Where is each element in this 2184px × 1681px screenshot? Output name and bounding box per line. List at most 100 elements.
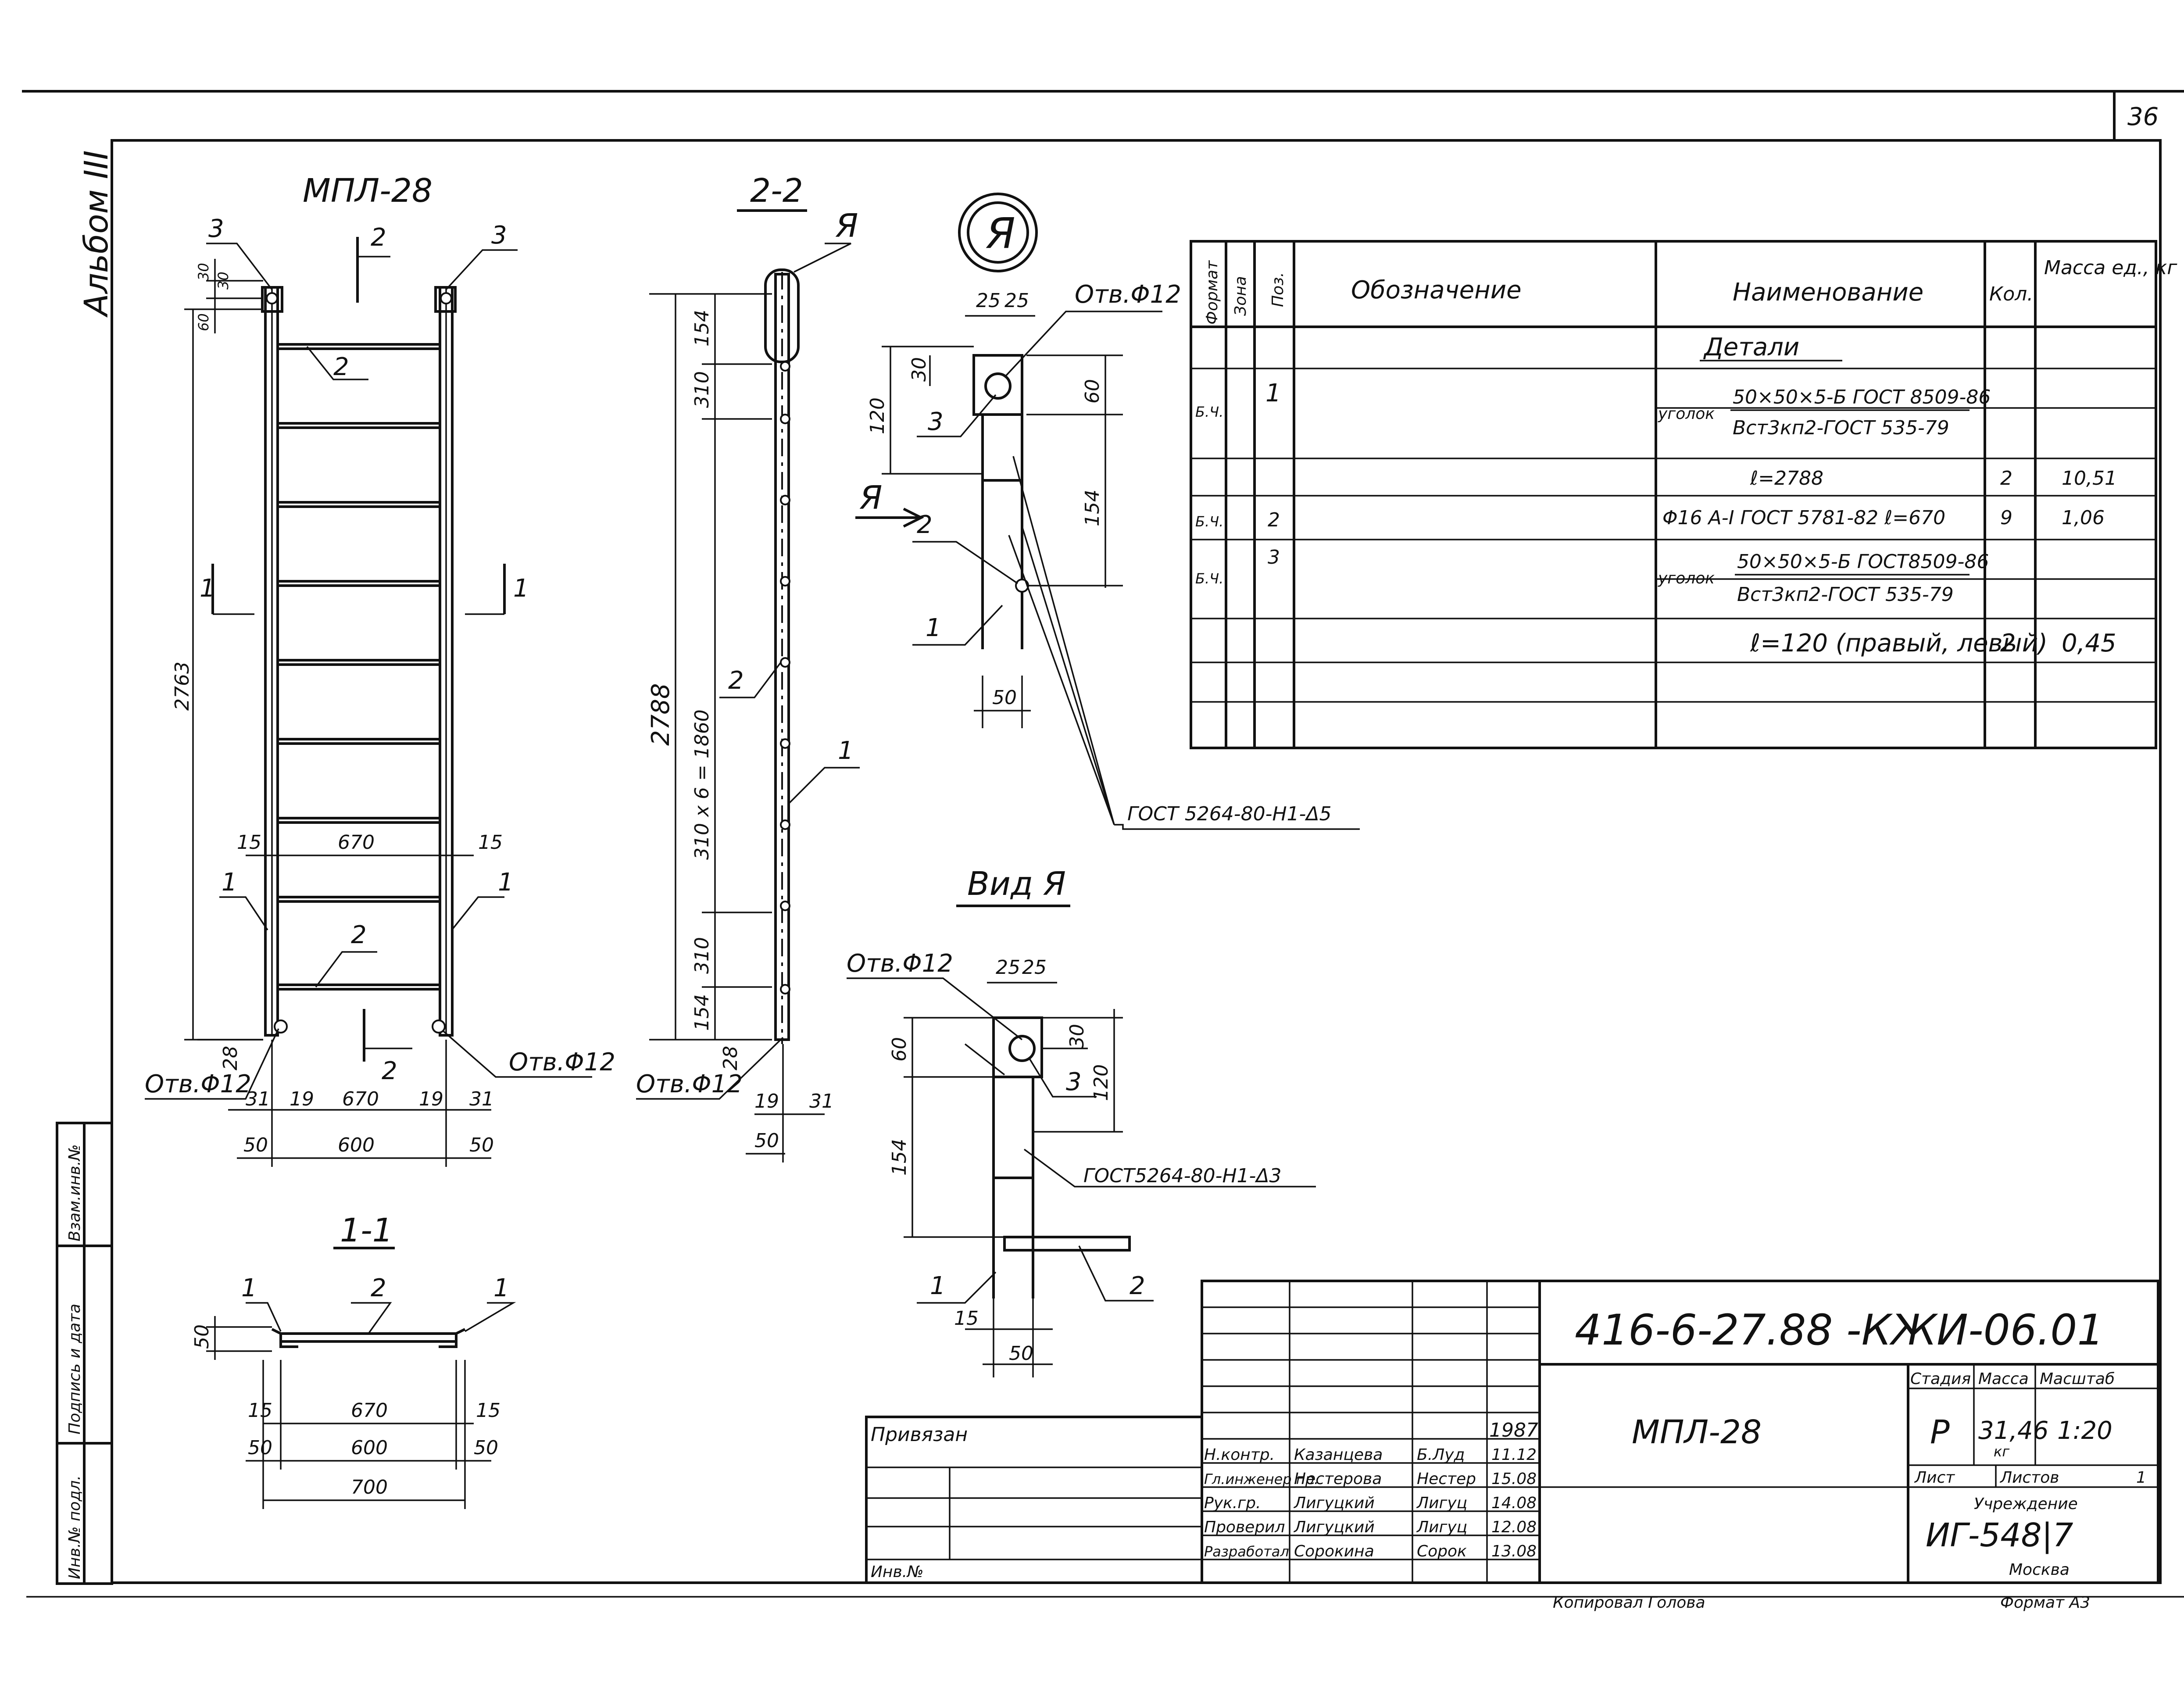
footer-format: Формат А3 — [2000, 1594, 2090, 1612]
view-a-hole: Отв.Φ12 — [847, 949, 953, 978]
front-bottom-side-right: 19 — [419, 1088, 443, 1110]
spec-row4-pos: 3 — [1268, 546, 1280, 569]
tb-sign-0: Б.Луд — [1417, 1446, 1465, 1464]
sheet-number: 36 — [2127, 103, 2159, 131]
front-gap-left: 15 — [237, 831, 261, 854]
tb-role-0: Н.контр. — [1204, 1446, 1275, 1464]
front-total-width: 600 — [338, 1134, 375, 1156]
footer-copied: Копировал Голова — [1553, 1594, 1705, 1612]
spec-header-pos: Поз. — [1269, 272, 1287, 307]
privyazan-block: Привязан Инв.№ — [865, 1416, 1203, 1584]
front-bottom-inner: 670 — [342, 1088, 379, 1110]
side-dim-310-top: 310 — [691, 371, 713, 408]
tb-sign-3: Лигуц — [1416, 1518, 1467, 1536]
spec-row5-mass: 0,45 — [2062, 629, 2116, 658]
title-block-sheet-header: Лист — [1914, 1469, 1955, 1487]
front-pos1-left: 1 — [222, 868, 237, 897]
side-pos1: 1 — [838, 737, 854, 765]
view-a-d60: 60 — [888, 1037, 911, 1062]
front-section-2-bottom: 2 — [382, 1057, 397, 1085]
side-dim-pitch: 310 x 6 = 1860 — [691, 709, 713, 860]
stamp-vzam-inv: Взам.инв.№ — [66, 1144, 84, 1241]
side-view: 2-2 Я 2788 154 310 310 x 6 = 1860 310 15… — [636, 172, 860, 1162]
view-a-weld: ГОСТ5264-80-Н1-Δ3 — [1083, 1165, 1282, 1187]
side-hole: Отв.Φ12 — [636, 1070, 743, 1098]
section-11-pos1-right: 1 — [493, 1274, 509, 1302]
title-block-org3: Москва — [2009, 1561, 2070, 1579]
tb-date-0: 11.12 — [1491, 1446, 1537, 1464]
tb-role-3: Проверил — [1204, 1518, 1285, 1536]
tb-date-3: 12.08 — [1491, 1518, 1537, 1536]
title-block-mass: 31,46 — [1978, 1416, 2048, 1445]
front-view: МПЛ-28 2763 30 — [145, 172, 615, 1167]
spec-row1-prefix: уголок — [1658, 405, 1715, 423]
section-11-d670: 670 — [351, 1399, 388, 1422]
spec-row4-prefix: уголок — [1658, 569, 1715, 587]
spec-row3-pos: 2 — [1268, 509, 1280, 531]
node-a-d50: 50 — [992, 687, 1017, 709]
stamp-signature-date: Подпись и дата — [66, 1304, 84, 1434]
front-hole-left: Отв.Φ12 — [145, 1070, 251, 1098]
title-block-scale: 1:20 — [2057, 1416, 2113, 1445]
album-label: Альбом III — [78, 150, 115, 318]
title-block-sheets-header: Листов — [1999, 1469, 2059, 1487]
view-a-title: Вид Я — [967, 865, 1066, 903]
front-pos3-left: 3 — [208, 215, 224, 243]
title-block-sheets: 1 — [2136, 1469, 2146, 1487]
tb-sign-1: Нестер — [1417, 1470, 1476, 1488]
spec-group-details: Детали — [1703, 333, 1799, 361]
spec-row2-name: ℓ=2788 — [1750, 467, 1823, 490]
tb-date-2: 14.08 — [1491, 1494, 1537, 1512]
spec-row1-pos: 1 — [1265, 379, 1281, 408]
view-a-detail: Вид Я 25 25 Отв.Φ12 60 154 30 120 3 ГОСТ… — [847, 865, 1316, 1377]
side-bottom-19: 19 — [754, 1090, 779, 1112]
tb-role-1: Гл.инженер пр. — [1204, 1471, 1319, 1488]
title-block-mass-header: Масса — [1978, 1370, 2029, 1388]
node-a-detail: Я 25 25 Отв.Φ12 30 120 3 60 154 Я 2 — [855, 193, 1360, 830]
node-a-pos3: 3 — [928, 408, 944, 436]
spec-row5-name: ℓ=120 (правый, левый) — [1750, 629, 2048, 658]
spec-row5-qty: 2 — [2000, 629, 2016, 658]
side-dim-310-bottom: 310 — [691, 937, 713, 974]
node-a-weld: ГОСТ 5264-80-Н1-Δ5 — [1127, 803, 1332, 825]
front-pos2-bottom: 2 — [351, 921, 367, 949]
title-block-year: 1987 — [1489, 1419, 1538, 1441]
front-top-dim-a: 30 — [195, 263, 212, 281]
section-11-d15-left: 15 — [248, 1399, 272, 1422]
spec-row3-qty: 9 — [2000, 507, 2012, 529]
spec-row1-top: 50×50×5-Б ГОСТ 8509-86 — [1733, 386, 1991, 408]
rungs — [276, 343, 441, 991]
view-a-pos2: 2 — [1130, 1272, 1145, 1300]
side-height-dim: 2788 — [647, 683, 675, 746]
section-11-h50: 50 — [191, 1324, 213, 1349]
spec-header-name: Наименование — [1733, 278, 1923, 307]
view-a-w25b: 25 — [1022, 956, 1047, 979]
node-a-w25b: 25 — [1004, 290, 1029, 312]
tb-sign-2: Лигуц — [1416, 1494, 1467, 1512]
spec-row4-bottom: Вст3кп2-ГОСТ 535-79 — [1737, 583, 1954, 606]
tb-name-3: Лигуцкий — [1293, 1518, 1375, 1536]
front-view-title: МПЛ-28 — [303, 172, 433, 210]
side-offset: 28 — [719, 1046, 742, 1070]
section-11-d600: 600 — [351, 1437, 388, 1459]
spec-row2-qty: 2 — [2000, 467, 2012, 490]
spec-header-qty: Кол. — [1989, 283, 2033, 305]
side-view-mark-A: Я — [835, 207, 858, 245]
node-a-pos1: 1 — [926, 614, 941, 642]
front-inner-width: 670 — [338, 831, 375, 854]
section-1-1: 1-1 1 2 1 50 15 670 15 50 600 50 700 — [191, 1212, 516, 1509]
spec-row4-format: Б.Ч. — [1195, 570, 1223, 587]
front-top-dim-b: 30 — [215, 272, 232, 290]
front-hole-right: Отв.Φ12 — [509, 1048, 615, 1077]
title-block-code: 416-6-27.88 -КЖИ-06.01 — [1575, 1305, 2104, 1355]
left-stamp: Инв.№ подл. Подпись и дата Взам.инв.№ — [56, 1122, 113, 1585]
title-block-name: МПЛ-28 — [1632, 1413, 1762, 1451]
tb-name-4: Сорокина — [1294, 1542, 1374, 1560]
spec-row1-bottom: Вст3кп2-ГОСТ 535-79 — [1733, 417, 1949, 439]
front-bottom-edge-left: 31 — [246, 1088, 270, 1110]
front-side-right: 50 — [469, 1134, 494, 1156]
title-block-stage: Р — [1930, 1413, 1950, 1451]
spec-row4-top: 50×50×5-Б ГОСТ8509-86 — [1737, 551, 1989, 573]
section-11-pos1-left: 1 — [241, 1274, 257, 1302]
title-block-org1: Учреждение — [1974, 1495, 2078, 1513]
